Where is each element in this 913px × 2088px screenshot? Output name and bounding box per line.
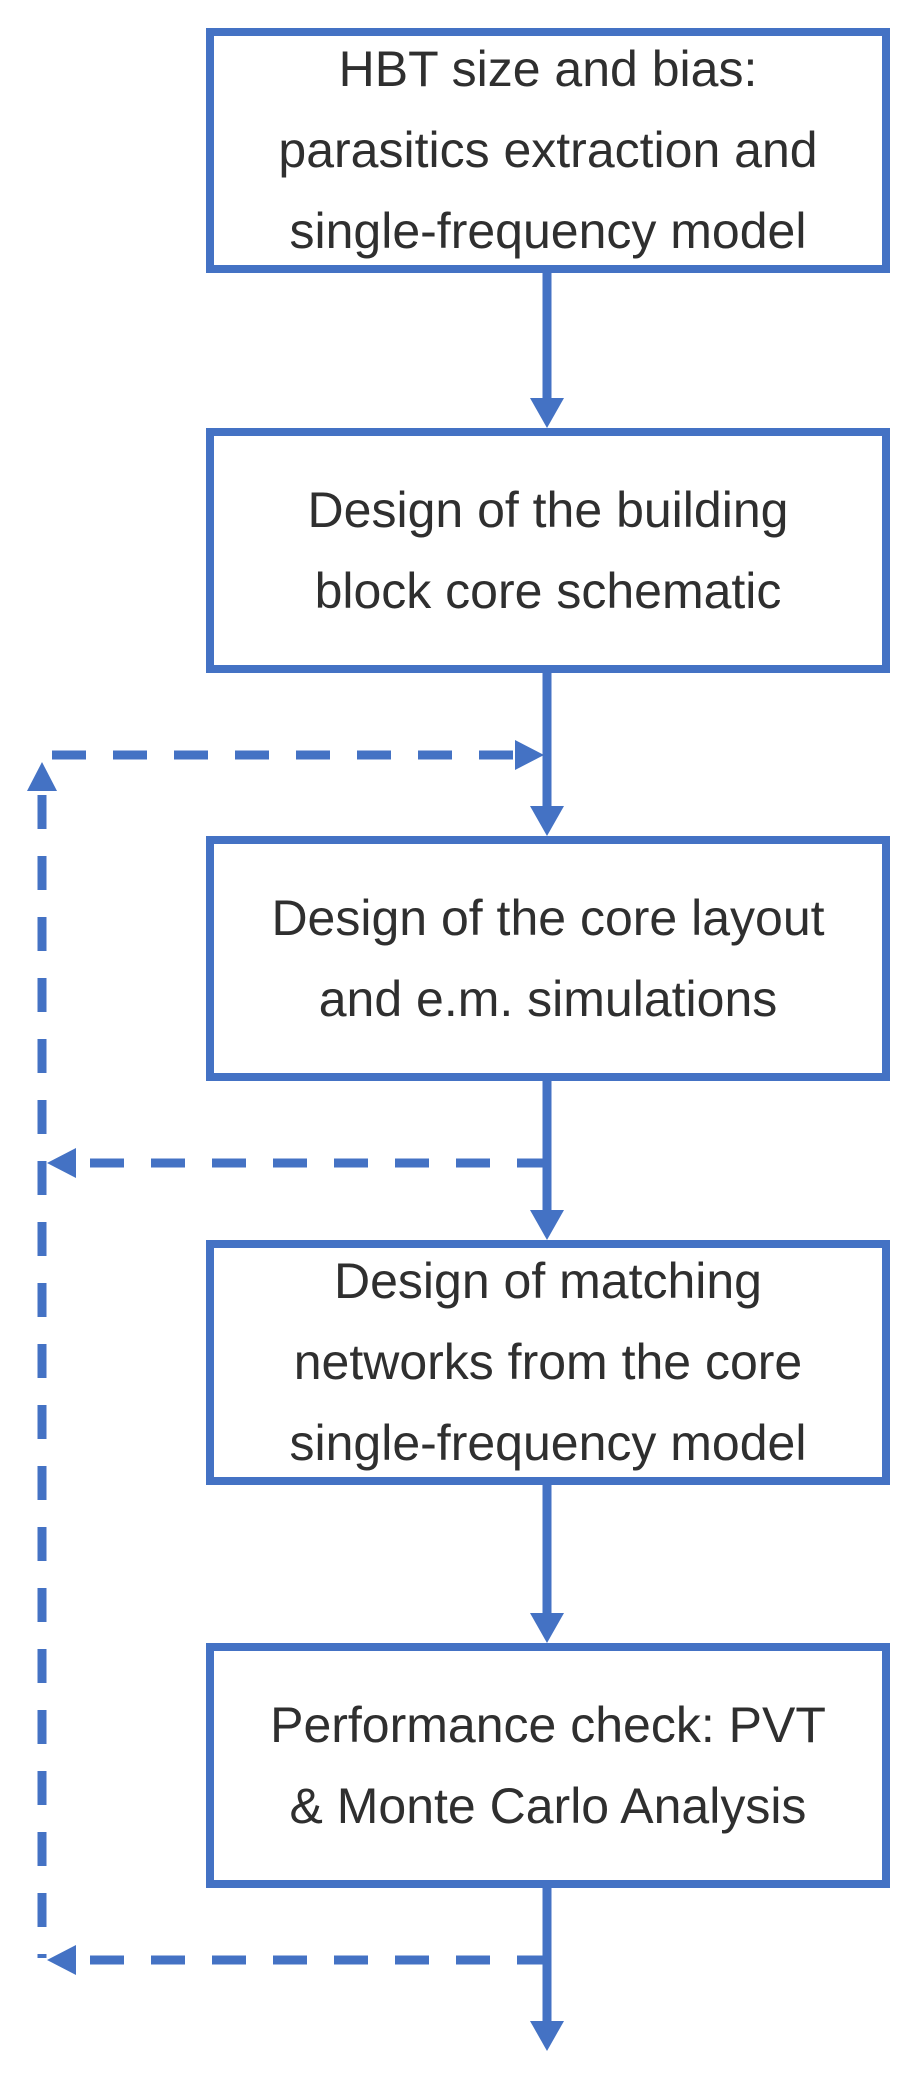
arrowhead-down-icon xyxy=(530,2021,564,2051)
arrowhead-right-icon xyxy=(515,740,544,770)
arrowhead-up-icon xyxy=(27,762,57,791)
arrowhead-down-icon xyxy=(530,1613,564,1643)
arrow-box5-exit xyxy=(530,1888,564,2051)
flow-box-core-layout-em-simulations: Design of the core layout and e.m. simul… xyxy=(206,836,890,1081)
feedback-rail-left xyxy=(27,762,57,1958)
arrowhead-left-icon xyxy=(47,1148,76,1178)
arrow-box4-to-box5 xyxy=(530,1485,564,1643)
arrowhead-left-icon xyxy=(47,1945,76,1975)
arrow-box1-to-box2 xyxy=(530,273,564,428)
arrowhead-down-icon xyxy=(530,806,564,836)
arrowhead-down-icon xyxy=(530,1210,564,1240)
feedback-branch-from-below-box5 xyxy=(47,1945,551,1975)
flow-box-label: Design of the core layout and e.m. simul… xyxy=(271,889,825,1027)
arrow-box3-to-box4 xyxy=(530,1081,564,1240)
flow-box-matching-networks: Design of matching networks from the cor… xyxy=(206,1240,890,1485)
flow-box-label: Design of the building block core schema… xyxy=(307,481,789,619)
feedback-branch-from-box3-box4 xyxy=(47,1148,551,1178)
flow-box-label: Design of matching networks from the cor… xyxy=(289,1253,807,1471)
arrowhead-down-icon xyxy=(530,398,564,428)
flow-box-hbt-size-and-bias: HBT size and bias: parasitics extraction… xyxy=(206,28,890,273)
feedback-branch-into-box3 xyxy=(52,740,544,770)
arrow-box2-to-box3 xyxy=(530,673,564,836)
flow-box-performance-check: Performance check: PVT & Monte Carlo Ana… xyxy=(206,1643,890,1888)
flow-box-core-schematic: Design of the building block core schema… xyxy=(206,428,890,673)
flow-box-label: Performance check: PVT & Monte Carlo Ana… xyxy=(270,1696,826,1834)
flow-box-label: HBT size and bias: parasitics extraction… xyxy=(278,41,818,259)
